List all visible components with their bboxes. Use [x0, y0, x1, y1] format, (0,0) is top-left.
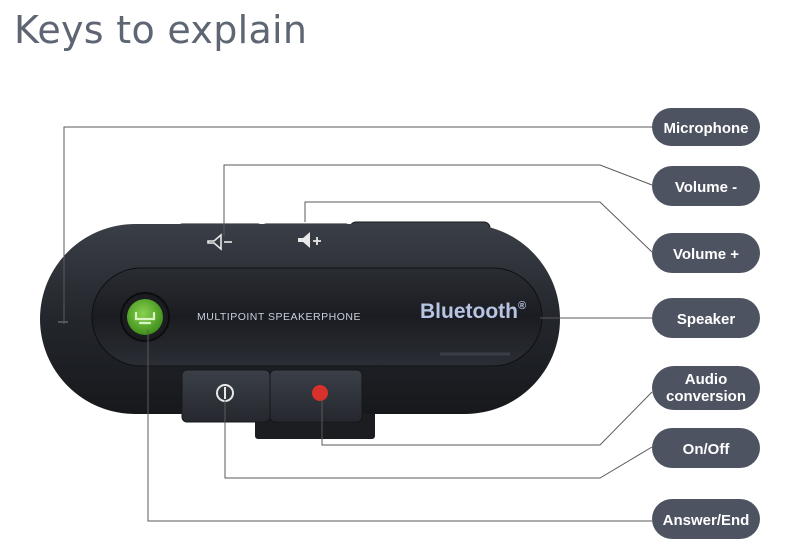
label-on-off-text: On/Off: [683, 441, 731, 458]
label-volume-plus-text: Volume +: [673, 246, 739, 263]
label-audio-conversion: Audio conversion: [652, 366, 760, 410]
speaker-minus-icon: [207, 233, 232, 251]
leader-on-off: [224, 400, 653, 479]
leader-volume-plus: [304, 201, 653, 253]
label-audio-conversion-line2: conversion: [666, 388, 746, 405]
label-speaker-text: Speaker: [677, 311, 736, 328]
front-panel: [91, 267, 543, 367]
speaker-plus-icon: [298, 232, 321, 248]
red-dot-icon: [312, 385, 328, 401]
answer-end-button-face: [127, 299, 163, 335]
label-microphone: Microphone: [652, 108, 760, 146]
label-answer-end-text: Answer/End: [663, 512, 750, 529]
label-volume-minus-text: Volume -: [675, 179, 737, 196]
label-volume-minus: Volume -: [652, 166, 760, 206]
bluetooth-logo: Bluetooth®: [420, 300, 526, 323]
leader-answer-end: [147, 330, 652, 522]
phone-handset-icon: [134, 311, 156, 325]
label-microphone-text: Microphone: [664, 120, 749, 137]
model-text: MULTIPOINT SPEAKERPHONE: [197, 311, 361, 323]
label-answer-end: Answer/End: [652, 499, 760, 539]
label-speaker: Speaker: [652, 298, 760, 338]
leader-audio-conversion: [321, 391, 653, 446]
label-volume-plus: Volume +: [652, 233, 760, 273]
leader-lines: [63, 126, 653, 522]
leader-volume-minus: [223, 164, 653, 236]
leader-microphone: [63, 126, 652, 324]
label-audio-conversion-line1: Audio: [685, 371, 728, 388]
page-title: Keys to explain: [14, 8, 308, 52]
label-on-off: On/Off: [652, 428, 760, 468]
